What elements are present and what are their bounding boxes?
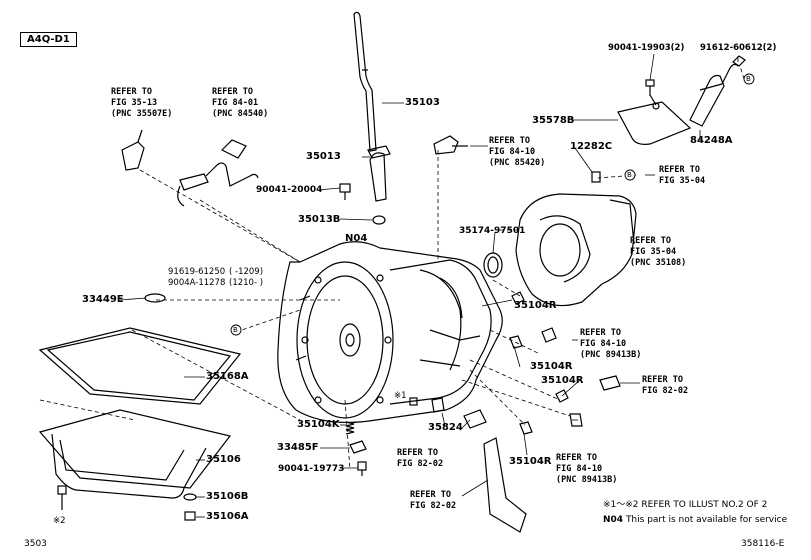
label-90041-19903[interactable]: 90041-19903(2) — [608, 43, 685, 53]
footer-page-number: 3503 — [24, 539, 47, 549]
bracket-82-02-c — [483, 437, 527, 533]
label-35106[interactable]: 35106 — [206, 454, 241, 465]
o-ring-35013B — [372, 215, 386, 225]
dipstick-35103 — [353, 11, 377, 152]
label-35103[interactable]: 35103 — [405, 97, 440, 108]
oil-seal-35174-97501 — [483, 252, 503, 278]
label-91619-range: ( -1209) — [229, 267, 264, 277]
oil-pan-35106 — [38, 409, 232, 499]
label-84248A[interactable]: 84248A — [690, 135, 733, 146]
label-35824[interactable]: 35824 — [428, 422, 463, 433]
plate-33485F — [349, 440, 367, 454]
solid-leaders — [119, 53, 739, 518]
ref-fig-84-01[interactable]: REFER TO FIG 84-01 (PNC 84540) — [212, 87, 269, 119]
bolt-91612-60612 — [732, 55, 746, 67]
spring-35104K — [345, 421, 355, 435]
label-12282C[interactable]: 12282C — [570, 141, 613, 152]
bolt-asterisk1 — [409, 397, 418, 406]
b-marker-mid: B — [627, 171, 632, 179]
part-35104R-c — [555, 389, 569, 403]
bracket-35578B — [617, 94, 692, 145]
sensor-35507E — [121, 129, 145, 171]
label-35174-97501[interactable]: 35174-97501 — [459, 226, 526, 236]
label-90041-20004[interactable]: 90041-20004 — [256, 185, 323, 195]
drain-plug-35106B — [183, 493, 197, 501]
speed-sensor-top — [433, 135, 468, 155]
label-90041-19773[interactable]: 90041-19773 — [278, 464, 345, 474]
b-marker-circles — [230, 73, 755, 336]
label-35168A[interactable]: 35168A — [206, 371, 249, 382]
note-n04-text: This part is not available for service — [625, 515, 788, 525]
leader-lines — [39, 65, 745, 471]
label-35104R-1[interactable]: 35104R — [514, 300, 557, 311]
label-33485F[interactable]: 33485F — [277, 442, 319, 453]
note-n04-code: N04 — [603, 515, 624, 525]
ref-fig-35-04[interactable]: REFER TO FIG 35-04 — [659, 165, 706, 186]
footer-diagram-id: 358116-E — [741, 539, 785, 549]
note-n04: N04 This part is not available for servi… — [603, 515, 787, 526]
marker-asterisk1: ※1 — [394, 391, 407, 401]
label-9004A-range: (1210- ) — [229, 278, 264, 288]
label-35104R-2[interactable]: 35104R — [530, 361, 573, 372]
lever-84248A — [689, 63, 739, 127]
ref-fig-35-13[interactable]: REFER TO FIG 35-13 (PNC 35507E) — [111, 87, 173, 119]
transmission-housing — [277, 241, 503, 424]
drain-plug-35106A — [184, 511, 196, 521]
bolt-90041-19773 — [357, 461, 367, 476]
part-35104R-a — [511, 291, 525, 305]
label-35104K[interactable]: 35104K — [297, 419, 340, 430]
ref-fig-84-10-89413B[interactable]: REFER TO FIG 84-10 (PNC 89413B) — [580, 328, 642, 360]
gasket-35168A — [38, 327, 242, 405]
part-35824 — [431, 397, 445, 413]
label-N04[interactable]: N04 — [345, 233, 368, 244]
extension-housing — [515, 193, 637, 307]
bolt-asterisk2 — [57, 485, 67, 510]
plug-12282C — [591, 171, 601, 183]
marker-asterisk2: ※2 — [53, 516, 66, 526]
label-35106A[interactable]: 35106A — [206, 511, 249, 522]
label-35578B[interactable]: 35578B — [532, 115, 575, 126]
label-35104R-3[interactable]: 35104R — [541, 375, 584, 386]
label-35104R-4[interactable]: 35104R — [509, 456, 552, 467]
label-91612-60612[interactable]: 91612-60612(2) — [700, 43, 777, 53]
cap-33449E — [144, 293, 166, 303]
b-marker-right: B — [746, 75, 751, 83]
bracket-82-02 — [599, 375, 621, 391]
note-asterisk-reference: ※1～※2 REFER TO ILLUST NO.2 OF 2 — [603, 500, 768, 510]
label-91619-61250[interactable]: 91619-61250 — [168, 267, 226, 277]
label-33449E[interactable]: 33449E — [82, 294, 124, 305]
connector-89413B — [541, 327, 557, 343]
label-35106B[interactable]: 35106B — [206, 491, 249, 502]
label-35013B[interactable]: 35013B — [298, 214, 341, 225]
ref-fig-35-04-35108[interactable]: REFER TO FIG 35-04 (PNC 35108) — [630, 236, 687, 268]
label-9004A-11278[interactable]: 9004A-11278 — [168, 278, 226, 288]
part-35104R-b — [509, 335, 523, 349]
part-35104R-d — [519, 421, 533, 435]
label-35013[interactable]: 35013 — [306, 151, 341, 162]
wiring-harness-84540 — [177, 139, 259, 207]
illustration-code-box: A4Q-D1 — [20, 32, 77, 47]
ref-fig-84-10-85420[interactable]: REFER TO FIG 84-10 (PNC 85420) — [489, 136, 546, 168]
dipstick-tube-35013 — [367, 145, 391, 202]
connector-89413B-2 — [569, 413, 583, 427]
bolt-90041-19903 — [645, 79, 655, 96]
bracket-82-02-b — [463, 409, 487, 429]
ref-fig-82-02-right[interactable]: REFER TO FIG 82-02 — [642, 375, 689, 396]
ref-fig-84-10-89413B-lower[interactable]: REFER TO FIG 84-10 (PNC 89413B) — [556, 453, 618, 485]
b-marker-left: B — [233, 326, 238, 334]
ref-fig-82-02-lower[interactable]: REFER TO FIG 82-02 — [410, 490, 457, 511]
ref-fig-82-02-center[interactable]: REFER TO FIG 82-02 — [397, 448, 444, 469]
bolt-90041-20004 — [339, 183, 351, 200]
